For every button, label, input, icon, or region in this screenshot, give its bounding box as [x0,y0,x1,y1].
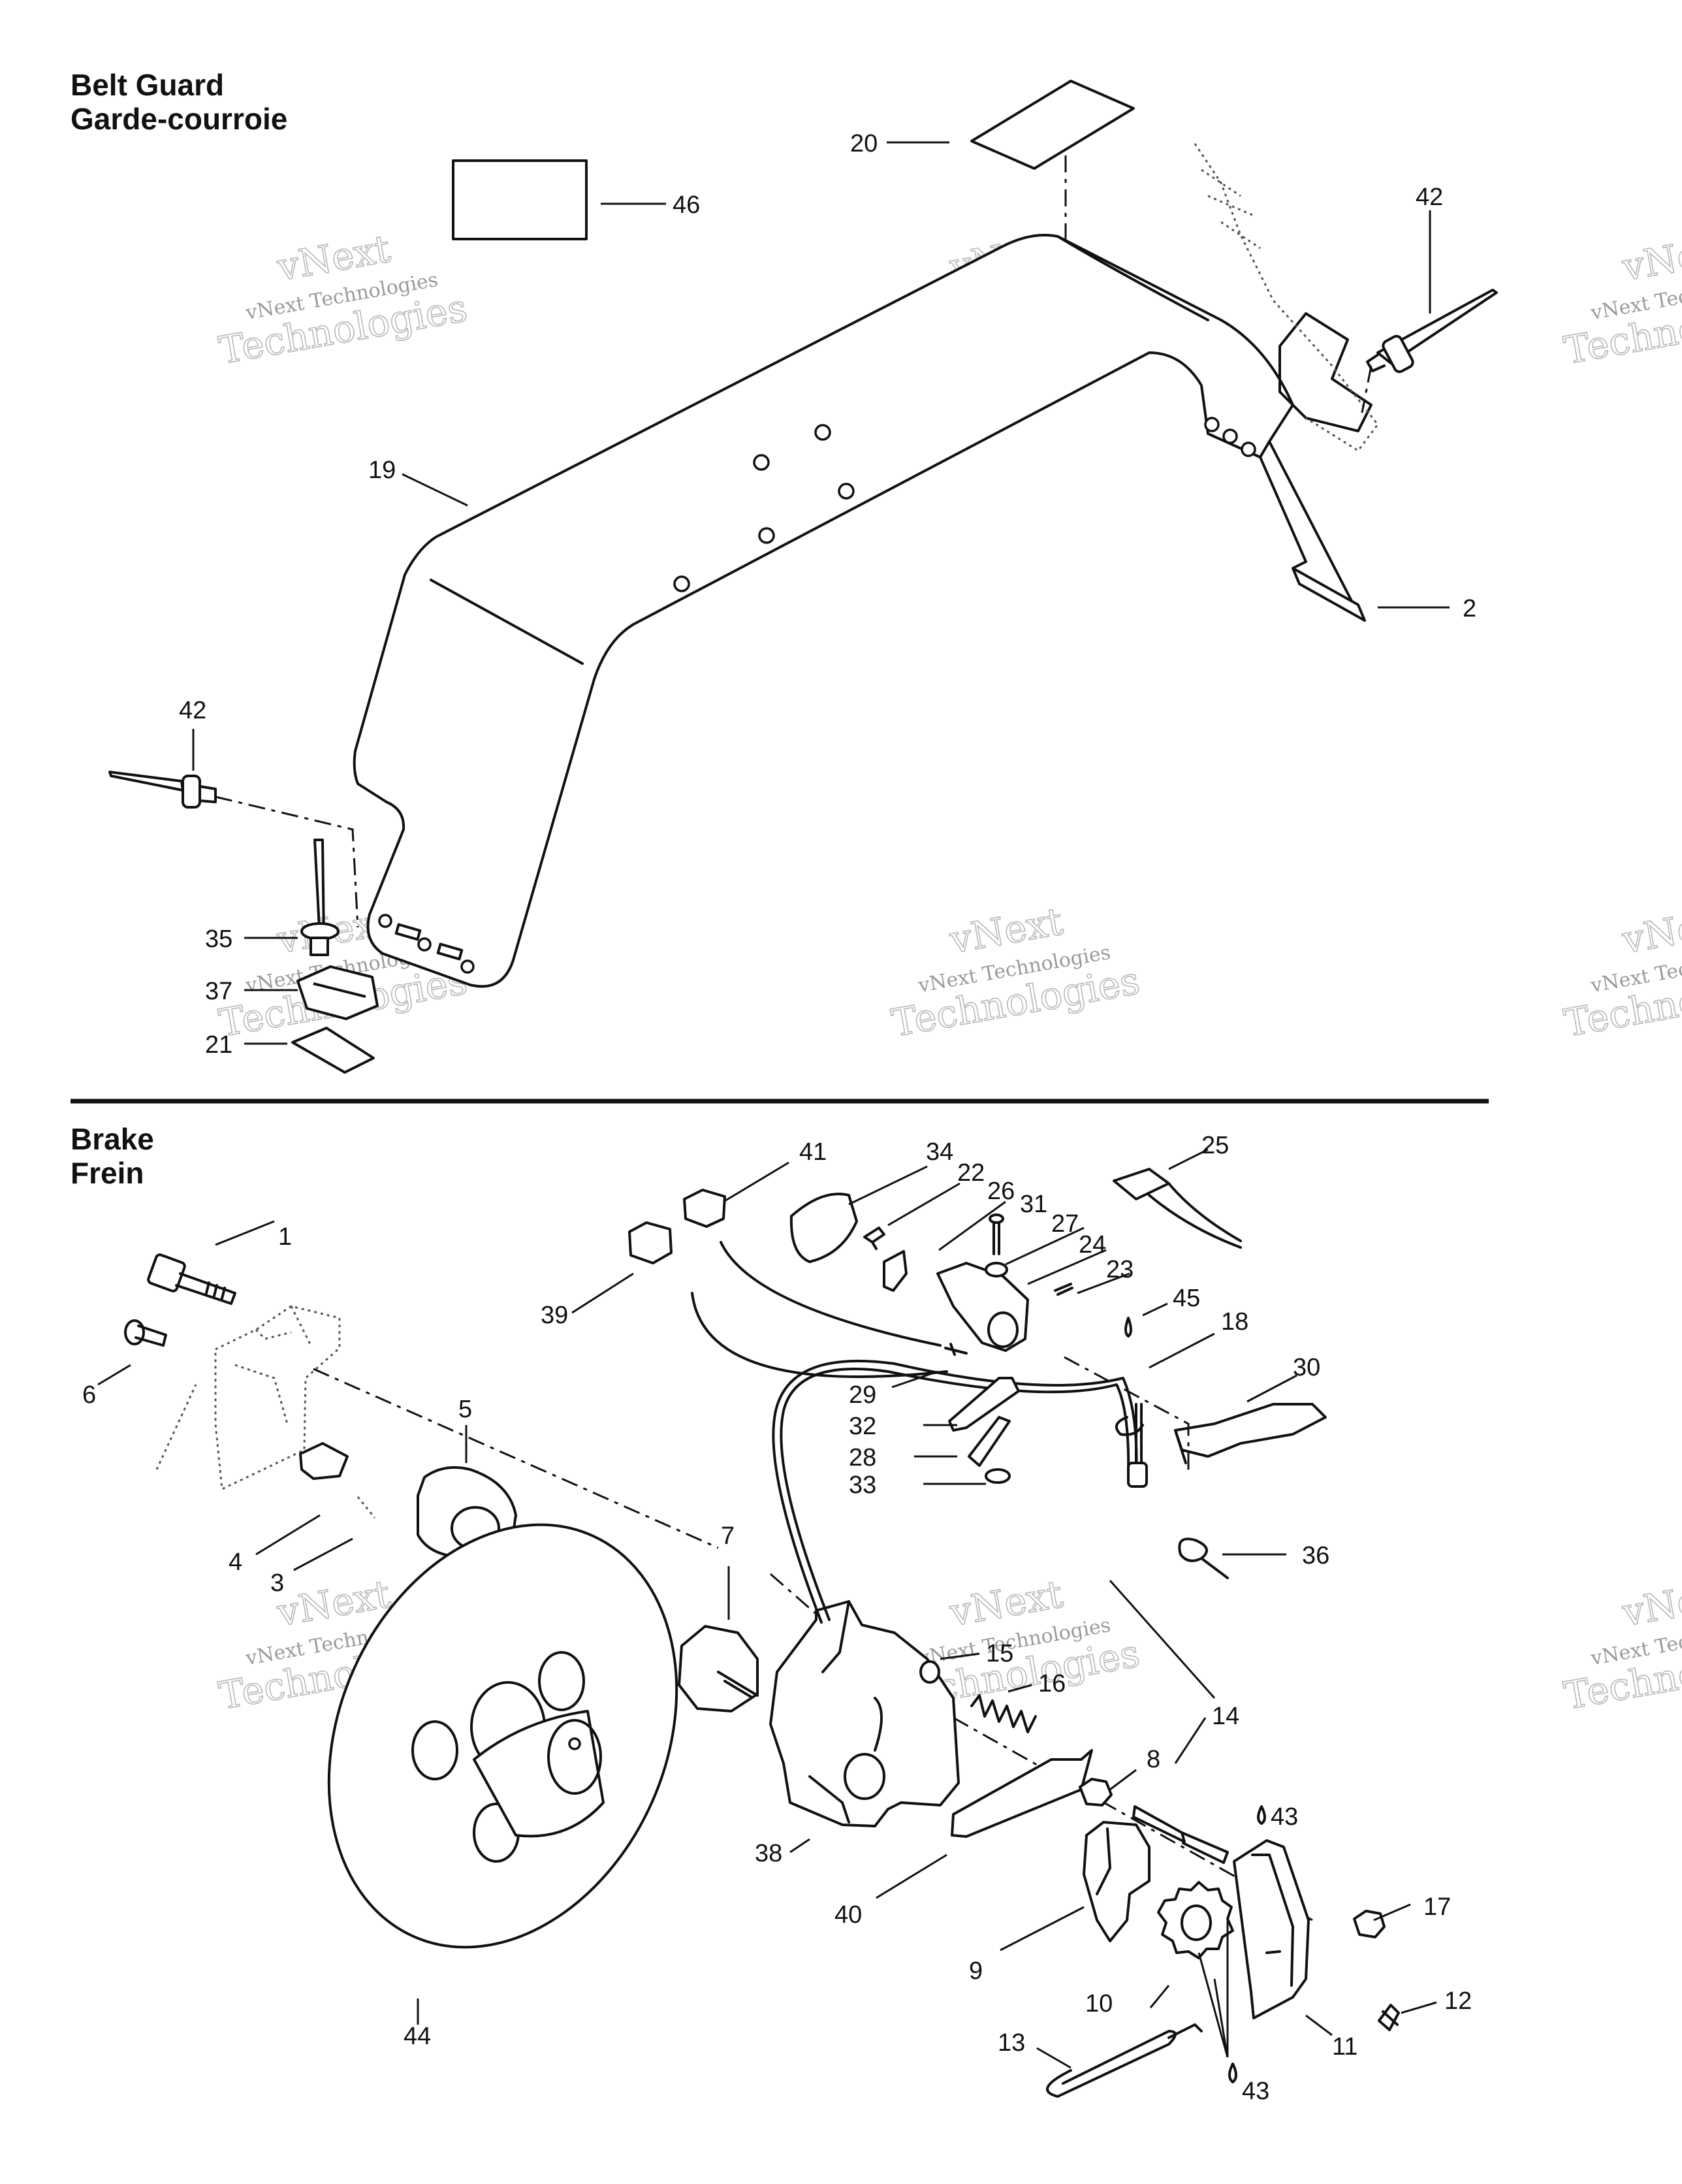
watermark-word: vNe [1619,905,1682,963]
callout-21: 21 [205,1031,232,1059]
brake-title-fr: Frein [71,1156,144,1190]
callout-2: 2 [1463,595,1476,622]
belt-guard-section-title: Belt Guard Garde-courroie [71,68,287,136]
plate-21 [291,1027,375,1074]
callout-43-bottom: 43 [1242,2078,1269,2105]
callout-36: 36 [1302,1542,1329,1569]
cable-14 [780,1368,1130,1621]
drop-43-a [1257,1805,1266,1825]
callout-42-top: 42 [1416,184,1443,211]
callout-19: 19 [368,457,396,484]
screw-12 [1378,2004,1400,2031]
callout-44: 44 [404,2023,431,2050]
callout-5: 5 [458,1396,472,1423]
callout-43-top: 43 [1271,1803,1298,1831]
screw-3 [357,1496,376,1518]
brake-section-title: Brake Frein [71,1122,154,1190]
callout-45: 45 [1173,1285,1200,1312]
callout-38: 38 [755,1840,782,1867]
bolt-1 [147,1253,236,1305]
callout-31: 31 [1020,1191,1047,1218]
callout-17: 17 [1423,1893,1451,1921]
callout-37: 37 [205,978,232,1005]
decal-20 [970,80,1135,170]
callout-30: 30 [1293,1354,1320,1381]
rivet-42-left [108,771,359,928]
callout-28: 28 [849,1444,876,1471]
callout-41: 41 [799,1138,827,1166]
callout-10: 10 [1085,1990,1113,2017]
leader-lines [97,141,1450,2069]
callout-1: 1 [278,1223,292,1251]
callout-4: 4 [229,1549,242,1576]
disc-44 [327,1523,678,1949]
rod [1132,1805,1229,1864]
callout-32: 32 [849,1413,876,1440]
callout-6: 6 [82,1381,96,1409]
callout-40: 40 [834,1901,862,1929]
callout-9: 9 [969,1957,983,1985]
upper-bracket-assembly [1194,143,1379,453]
callout-23: 23 [1106,1256,1134,1283]
callout-26: 26 [987,1178,1015,1205]
callout-11: 11 [1332,2033,1357,2061]
callout-27: 27 [1051,1210,1079,1238]
rivet-42-top [1361,289,1498,413]
callout-7: 7 [721,1522,735,1550]
label-46 [452,159,588,240]
bracket-4 [299,1442,349,1480]
callout-42-left: 42 [179,697,206,724]
callout-22: 22 [957,1159,985,1187]
callout-33: 33 [849,1471,876,1499]
callout-8: 8 [1147,1746,1160,1773]
callout-labels: 46 20 42 19 2 42 35 37 21 41 34 22 26 31… [82,130,1476,2105]
callout-20: 20 [850,130,878,157]
callout-15: 15 [986,1640,1013,1667]
clip-37 [296,965,379,1020]
housing-dotted [155,1305,341,1491]
nut-15 [919,1660,940,1684]
callout-16: 16 [1038,1670,1066,1697]
callout-39: 39 [541,1302,568,1329]
callout-29: 29 [849,1381,876,1409]
bolt-6 [124,1319,167,1347]
spring-16 [970,1694,1037,1733]
callout-14: 14 [1212,1703,1239,1730]
nut-8 [1079,1778,1113,1807]
callout-3: 3 [270,1569,284,1597]
nut-17 [1353,1910,1386,1938]
callout-12: 12 [1444,1987,1472,2015]
callout-18: 18 [1221,1308,1248,1336]
callout-35: 35 [205,925,232,953]
drop-43-b [1228,2063,1237,2083]
belt-guard-title-en: Belt Guard [71,68,225,102]
watermark-word: vNe [1619,1578,1682,1635]
clip-13 [1046,2023,1203,2098]
callout-24: 24 [1079,1231,1106,1259]
callout-25: 25 [1201,1132,1229,1159]
gear-10 [1157,1881,1234,1959]
callout-13: 13 [998,2029,1025,2057]
callout-46: 46 [673,191,700,219]
brake-lever-assembly [628,1168,1327,1579]
bracket-2 [1259,440,1366,622]
bracket-40 [951,1749,1093,1838]
belt-guard-19 [353,234,1294,988]
caliper-38 [769,1600,960,1827]
lever-9 [1083,1821,1150,1942]
callout-34: 34 [926,1138,953,1166]
belt-guard-title-fr: Garde-courroie [71,102,288,136]
rivet-35 [300,839,340,956]
watermark-word: vNe [1619,233,1682,290]
piston-7 [678,1625,759,1712]
cable-14-inner [772,1359,1138,1624]
cover-11 [1233,1839,1310,2019]
brake-title-en: Brake [71,1122,154,1156]
